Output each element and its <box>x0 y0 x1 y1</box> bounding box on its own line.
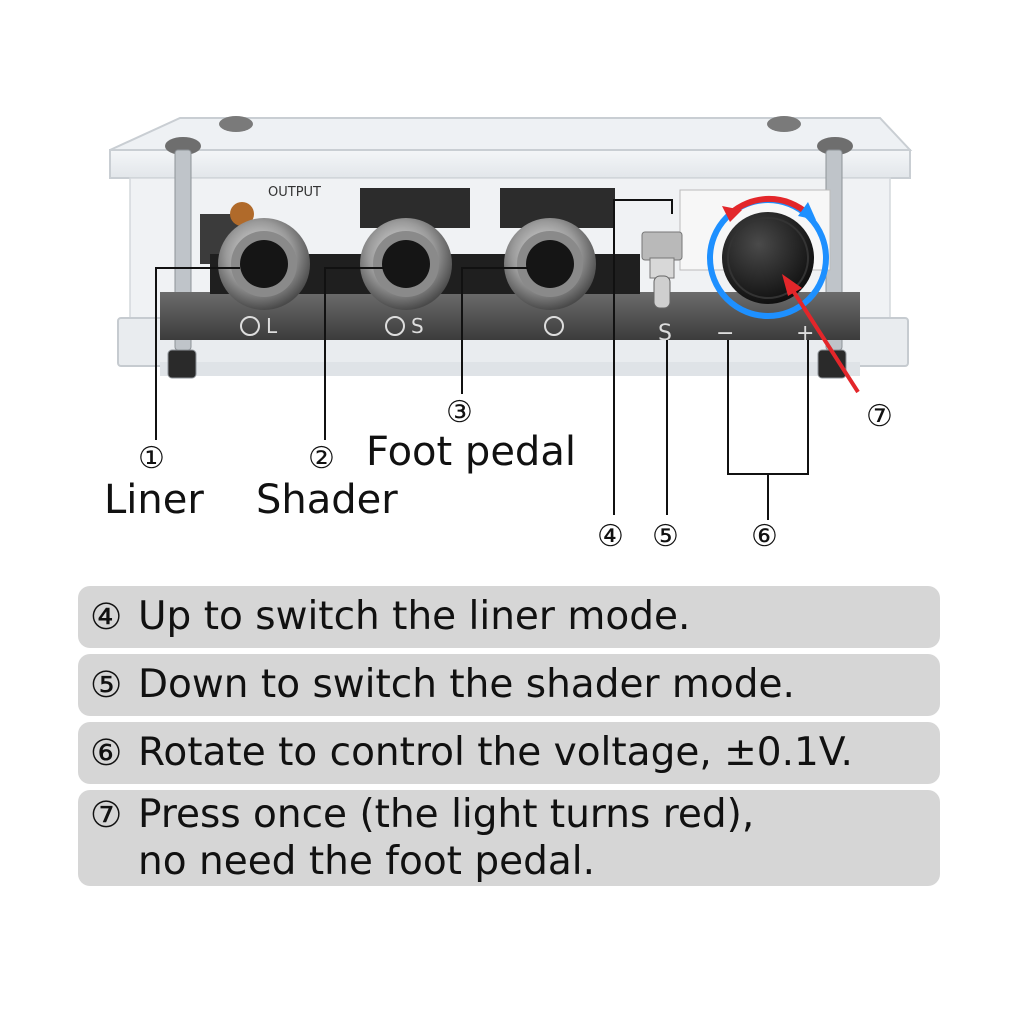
foot-pedal-symbol-icon <box>544 316 564 336</box>
jack1-mark: L <box>266 314 278 338</box>
callout-2-number: ② <box>308 441 335 476</box>
arrow-head-icon <box>782 274 802 296</box>
callout-4-number: ④ <box>597 519 624 554</box>
switch-mark: S <box>658 321 672 346</box>
note-5-badge: ⑤ <box>90 665 123 706</box>
callout-1-number: ① <box>138 441 165 476</box>
leader-lines <box>155 199 809 520</box>
device-illustration: OUTPUT L S S − + <box>109 116 913 520</box>
callout-7-number: ⑦ <box>866 399 893 434</box>
note-panel-7: ⑦ Press once (the light turns red), no ne… <box>78 790 940 886</box>
screw-icon <box>165 116 853 155</box>
note-4-text: Up to switch the liner mode. <box>138 594 691 639</box>
note-panel-4: ④ Up to switch the liner mode. <box>78 586 940 648</box>
pcb-top-label: OUTPUT <box>268 185 321 200</box>
jack2-mark: S <box>411 314 424 338</box>
minus-mark: − <box>716 321 734 346</box>
jack-foot-pedal <box>504 218 596 310</box>
note-6-badge: ⑥ <box>90 733 123 774</box>
output-symbol-icon <box>240 316 260 336</box>
callout-3-number: ③ <box>446 395 473 430</box>
note-6-text: Rotate to control the voltage, ±0.1V. <box>138 730 853 775</box>
note-panel-6: ⑥ Rotate to control the voltage, ±0.1V. <box>78 722 940 784</box>
jack-liner <box>218 218 310 310</box>
note-7-text-line-2: no need the foot pedal. <box>138 839 596 884</box>
press-arrow <box>788 284 860 394</box>
callout-6-number: ⑥ <box>751 519 778 554</box>
note-panel-5: ⑤ Down to switch the shader mode. <box>78 654 940 716</box>
voltage-knob <box>707 195 829 319</box>
plus-mark: + <box>796 321 814 346</box>
note-5-text: Down to switch the shader mode. <box>138 662 795 707</box>
callout-5-number: ⑤ <box>652 519 679 554</box>
callout-2-label: Shader <box>256 477 398 523</box>
note-7-text-line-1: Press once (the light turns red), <box>138 792 755 837</box>
mode-toggle-switch <box>641 231 683 309</box>
note-4-badge: ④ <box>90 597 123 638</box>
callout-3-label: Foot pedal <box>366 429 576 475</box>
jack-shader <box>360 218 452 310</box>
note-7-badge: ⑦ <box>90 795 123 836</box>
output-symbol-icon <box>385 316 405 336</box>
rotate-arrow-icon <box>727 195 811 217</box>
callout-1-label: Liner <box>104 477 204 523</box>
